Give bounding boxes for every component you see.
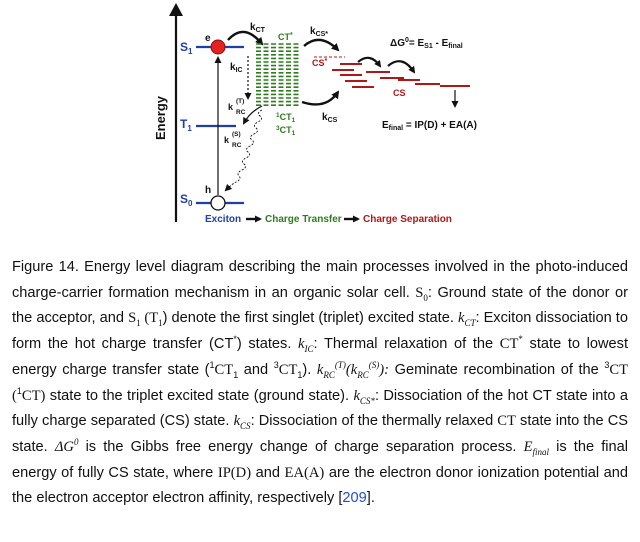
k-cs-arrow (301, 90, 340, 106)
caption-text: ) denote the first singlet (triplet) exc… (162, 310, 458, 327)
electron-icon (210, 39, 226, 55)
caption-text: ) states. (236, 336, 299, 353)
k-rc-triplet-arrow (243, 105, 263, 125)
caption-text: state to the triplet excited state (grou… (45, 387, 354, 404)
energy-axis-label: Energy (153, 95, 168, 140)
ct1-state-symbol: CT) (21, 387, 46, 404)
k-rc-singlet-wavy-arrow (224, 109, 263, 192)
caption-text: : Dissociation of the hot CT state into … (12, 387, 629, 430)
reference-link[interactable]: 209 (342, 490, 367, 507)
delta-g-symbol: ΔG0 (54, 437, 79, 455)
cs-hot-label: CS* (312, 58, 328, 68)
k-ic-symbol: kIC (298, 336, 314, 355)
ct-relaxed-symbol: CT (497, 413, 516, 430)
k-rc-symbol: kRC(T)(kRC(S)): (316, 359, 390, 380)
caption-text: : Dissociation of the thermally relaxed (250, 413, 498, 430)
cs-ladder (332, 63, 470, 88)
k-ct-arrow (227, 30, 264, 46)
t1-label: T1 (180, 117, 192, 133)
k-cs-symbol: kCS (233, 413, 251, 432)
electron-label: e (205, 33, 211, 44)
caption-text: Figure 14. Energy level diagram describi… (12, 259, 628, 301)
hole-label: h (205, 185, 211, 196)
e-final-equation: Efinal = IP(D) + EA(A) (382, 120, 477, 132)
ct-hot-label: CT* (278, 32, 293, 42)
caption-text: is the final energy of fully CS state, w… (12, 438, 628, 481)
cs-transfer-arrow-1 (357, 56, 382, 68)
cs-label: CS (393, 88, 406, 98)
ct-hot-symbol: CT* (499, 334, 523, 353)
k-rc-triplet-label: k(T)RC (228, 98, 246, 116)
ea-a-symbol: EA(A) (284, 464, 325, 481)
ct3-symbol: CT (278, 361, 298, 378)
ct3-state-symbol: CT ( (12, 361, 628, 404)
caption-text: and (251, 464, 285, 481)
k-ct-symbol: kCT (457, 310, 476, 329)
caption-text: are the electron donor ionization potent… (12, 464, 628, 507)
hole-icon (210, 195, 226, 211)
k-cs-hot-arrow (303, 38, 340, 52)
caption-text: : Thermal relaxation of the (313, 336, 500, 353)
caption-text: : Ground state of the donor or the accep… (12, 284, 628, 327)
figure-caption: Figure 14. Energy level diagram describi… (12, 259, 629, 507)
energy-level-diagram: Energy S1 T1 S0 e h kIC kCT k(T)RC k(S)R… (153, 3, 477, 225)
s0-symbol: S0 (415, 284, 428, 303)
caption-text: ]. (366, 490, 375, 507)
delta-g-equation: ΔG0= ES1 - Efinal (390, 37, 463, 50)
k-ic-label: kIC (230, 62, 243, 74)
energy-axis-arrowhead (169, 3, 183, 16)
s1-label: S1 (180, 40, 193, 56)
stage-charge-transfer: Charge Transfer (265, 214, 342, 225)
ct1-symbol: CT (214, 361, 234, 378)
caption-text: : Exciton dissociation to form the hot c… (12, 310, 628, 353)
k-cs-label: kCS (322, 112, 338, 124)
e-final-symbol: Efinal (523, 438, 549, 457)
caption-text: and (238, 361, 274, 378)
caption-text: Geminate recombination of the (389, 361, 605, 378)
caption-text: ). (302, 361, 317, 378)
caption-text: state to lowest energy charge transfer s… (12, 336, 629, 378)
ct-state-manifold (256, 43, 300, 106)
k-ct-label: kCT (250, 22, 266, 34)
ct1-triplet-label: 3CT1 (276, 125, 296, 137)
s1-symbol: S1 (T1 (128, 310, 163, 329)
k-cs-hot-symbol: kCS* (353, 387, 375, 406)
stage-exciton: Exciton (205, 214, 241, 225)
ip-d-symbol: IP(D) (217, 464, 252, 481)
k-cs-hot-label: kCS* (310, 26, 328, 38)
cs-transfer-arrow-2 (387, 60, 416, 74)
caption-text: state into the CS state. (12, 413, 628, 455)
k-rc-singlet-label: k(S)RC (224, 131, 242, 149)
ct1-singlet-label: 1CT1 (276, 112, 296, 124)
stage-charge-separation: Charge Separation (363, 214, 452, 225)
s0-label: S0 (180, 192, 193, 208)
caption-text: is the Gibbs free energy change of charg… (78, 438, 524, 455)
